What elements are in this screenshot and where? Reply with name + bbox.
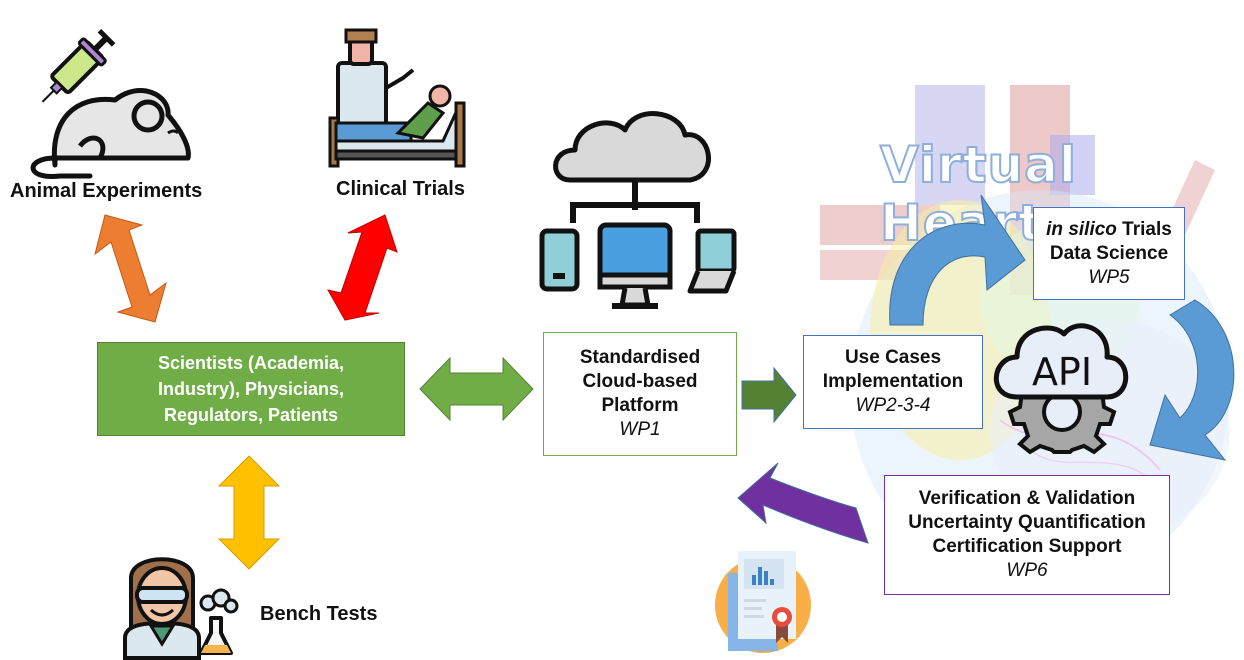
use-cases-box: Use Cases Implementation WP2-3-4 [803,335,983,429]
insilico-to-vv-arrow [1149,299,1235,461]
vv-to-platform-arrow [737,462,869,544]
animal-double-arrow [94,214,167,323]
platform-line-2: Cloud-based [582,371,698,392]
virtual-heart-title: Virtual Heart [879,135,1077,253]
mouse-syringe-icon [30,28,191,179]
platform-wp: WP1 [619,419,661,440]
insilico-line-2: Data Science [1049,242,1169,264]
use-cases-wp: WP2-3-4 [855,395,931,416]
insilico-wp: WP5 [1088,266,1130,288]
insilico-italic: in silico [1046,218,1117,240]
use-cases-line-1: Use Cases [844,347,942,368]
insilico-line-1: in silico Trials [1046,218,1172,242]
insilico-trials: Trials [1116,218,1172,240]
insilico-box: in silico Trials Data Science WP5 [1033,207,1185,300]
platform-line-1: Standardised [579,347,701,368]
platform-double-arrow [419,356,534,422]
stakeholders-line-3: Regulators, Patients [163,405,339,425]
api-label: API [1032,350,1092,394]
stakeholders-line-2: Industry), Physicians, [157,379,345,399]
vv-wp: WP6 [1006,560,1048,581]
certificate-report-icon [715,551,811,653]
api-cloud-gear-icon: API [993,323,1129,455]
usecases-to-insilico-arrow [889,194,1026,326]
scientist-flask-icon [123,557,239,660]
vv-line-2: Uncertainty Quantification [908,512,1146,533]
platform-to-usecases-arrow [741,366,797,424]
bench-tests-label: Bench Tests [260,603,378,625]
animal-experiments-label: Animal Experiments [10,180,203,202]
stakeholders-line-1: Scientists (Academia, [157,353,345,373]
clinical-double-arrow [327,214,398,321]
bench-double-arrow [217,455,281,570]
platform-line-3: Platform [601,395,679,416]
cloud-network-devices-icon [539,111,737,309]
use-cases-line-2: Implementation [822,371,964,392]
vv-line-1: Verification & Validation [918,488,1136,509]
vv-box: Verification & Validation Uncertainty Qu… [884,475,1170,595]
doctor-patient-icon [328,28,466,168]
clinical-trials-label: Clinical Trials [336,178,465,200]
vv-line-3: Certification Support [932,536,1122,557]
platform-box: Standardised Cloud-based Platform WP1 [543,332,737,456]
stakeholders-box: Scientists (Academia, Industry), Physici… [97,342,405,436]
